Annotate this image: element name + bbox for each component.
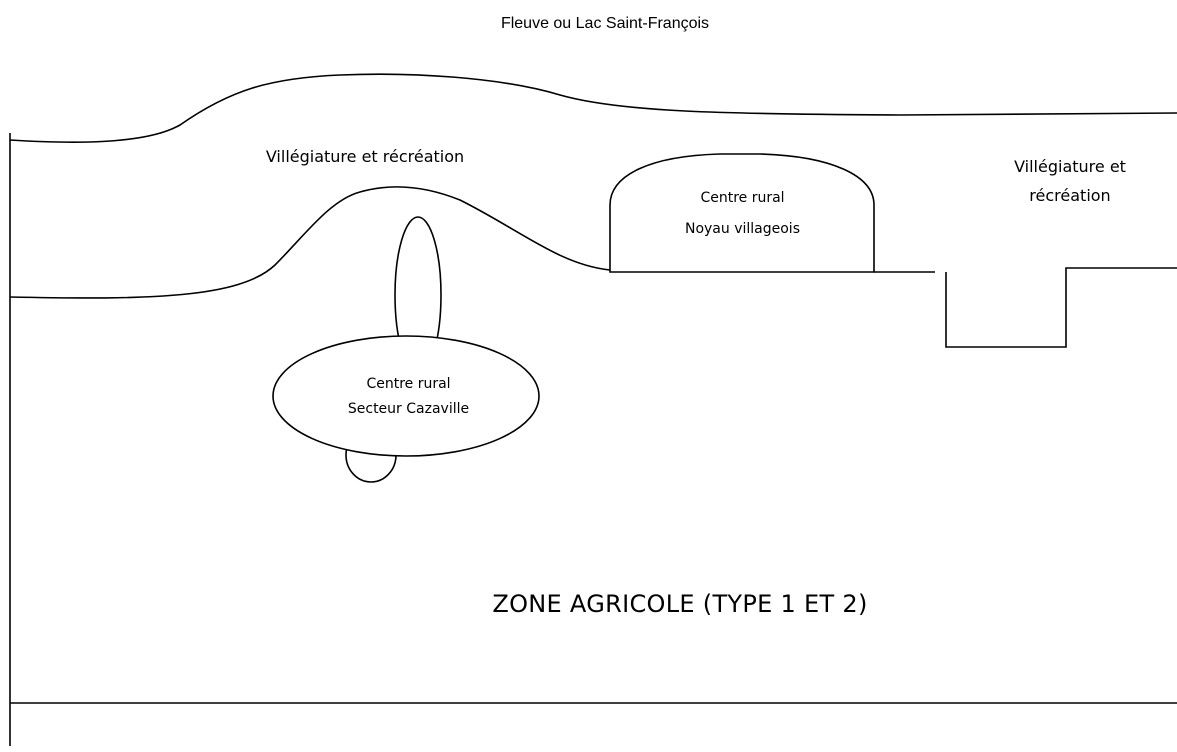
recreation-zone-boundary bbox=[9, 186, 611, 299]
recreation-label-right-line1: Villégiature et bbox=[1014, 157, 1126, 176]
cazaville-label-line2: Secteur Cazaville bbox=[347, 401, 470, 417]
notch-boundary bbox=[945, 267, 1177, 348]
cazaville-label-line1: Centre rural bbox=[366, 376, 451, 392]
recreation-label-right-line2: récréation bbox=[1029, 186, 1111, 205]
village-label-line1: Centre rural bbox=[700, 190, 785, 206]
cazaville-center-ellipse bbox=[272, 335, 540, 457]
shoreline-curve bbox=[9, 73, 1177, 143]
agricultural-zone-label: ZONE AGRICOLE (TYPE 1 ET 2) bbox=[492, 590, 868, 618]
river-label: Fleuve ou Lac Saint-François bbox=[500, 15, 710, 32]
village-label-line2: Noyau villageois bbox=[684, 221, 800, 237]
recreation-label-left: Villégiature et récréation bbox=[265, 147, 465, 166]
village-core-shape bbox=[609, 153, 875, 273]
